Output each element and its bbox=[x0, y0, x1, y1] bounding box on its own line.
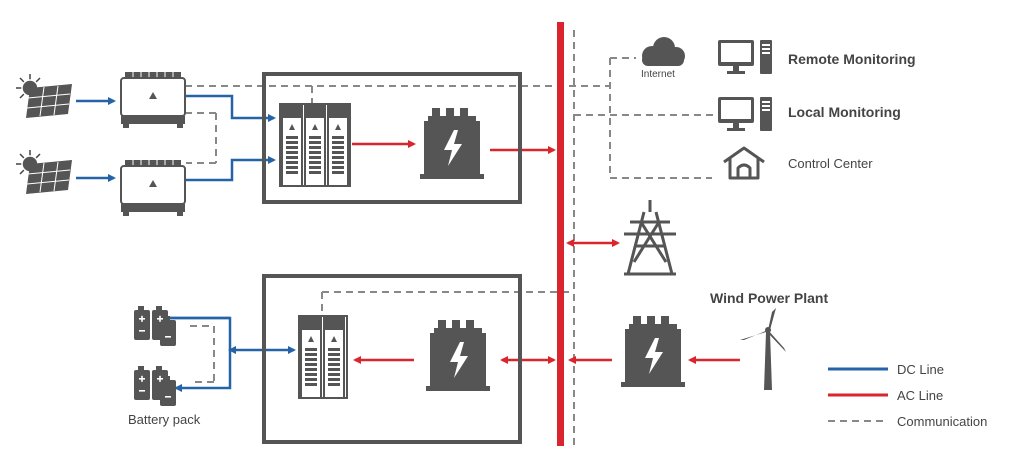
transformer-icon bbox=[621, 316, 685, 387]
solar-panel-icon bbox=[15, 149, 73, 195]
inverter-icon bbox=[120, 159, 186, 217]
local-monitoring-label: Local Monitoring bbox=[788, 104, 901, 120]
wind-turbine-icon bbox=[740, 308, 786, 390]
wind-power-plant-label: Wind Power Plant bbox=[710, 290, 829, 306]
inverter-icon bbox=[120, 71, 186, 129]
legend bbox=[828, 367, 888, 422]
transformer-icon bbox=[420, 108, 484, 179]
communication-lines bbox=[185, 57, 718, 383]
cabinet-icon bbox=[298, 315, 348, 399]
ac-bus-bar bbox=[557, 22, 564, 446]
remote-monitoring-label: Remote Monitoring bbox=[788, 51, 916, 67]
cabinet-icon bbox=[279, 103, 351, 187]
battery-icon bbox=[134, 306, 176, 346]
transformer-icon bbox=[426, 320, 490, 391]
pylon-icon bbox=[624, 200, 676, 276]
legend-ac-label: AC Line bbox=[897, 388, 944, 403]
cloud-icon bbox=[642, 37, 685, 66]
ac-lines bbox=[352, 140, 740, 364]
monitor-icon bbox=[718, 97, 772, 131]
legend-communication-label: Communication bbox=[897, 414, 988, 429]
internet-label: Internet bbox=[641, 69, 675, 80]
control-center-label: Control Center bbox=[788, 156, 873, 171]
battery-pack-label: Battery pack bbox=[128, 412, 201, 427]
sun-icon bbox=[15, 73, 73, 119]
home-icon bbox=[723, 146, 765, 180]
storage-station-enclosure bbox=[262, 274, 522, 444]
battery-icon bbox=[134, 366, 176, 406]
dc-lines bbox=[76, 94, 296, 392]
monitor-icon bbox=[718, 40, 772, 74]
legend-dc-label: DC Line bbox=[897, 362, 944, 377]
pv-station-enclosure bbox=[262, 72, 522, 204]
